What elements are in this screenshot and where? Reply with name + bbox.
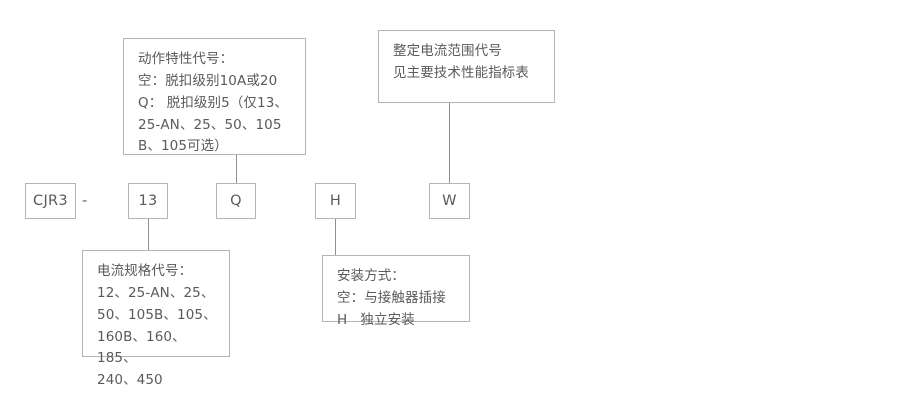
code-box-action-characteristic: Q bbox=[216, 183, 256, 219]
note-action-characteristic: 动作特性代号： 空：脱扣级别10A或20 Q： 脱扣级别5（仅13、 25-AN… bbox=[123, 38, 306, 155]
code-separator-dash: - bbox=[82, 193, 88, 209]
code-box-current-rating: 13 bbox=[128, 183, 168, 219]
connector-action-characteristic bbox=[236, 155, 237, 183]
code-box-mounting: H bbox=[315, 183, 356, 219]
connector-current-rating bbox=[148, 219, 149, 250]
note-mounting-type: 安装方式： 空：与接触器插接 H 独立安装 bbox=[322, 255, 470, 328]
note-current-rating: 电流规格代号： 12、25-AN、25、 50、105B、105、 160B、1… bbox=[82, 250, 230, 388]
code-box-series: CJR3 bbox=[25, 183, 76, 219]
connector-mounting-type bbox=[335, 219, 336, 255]
connector-setting-current-range bbox=[449, 103, 450, 183]
code-box-setting-range: W bbox=[429, 183, 470, 219]
note-setting-current-range: 整定电流范围代号 见主要技术性能指标表 bbox=[378, 30, 555, 103]
